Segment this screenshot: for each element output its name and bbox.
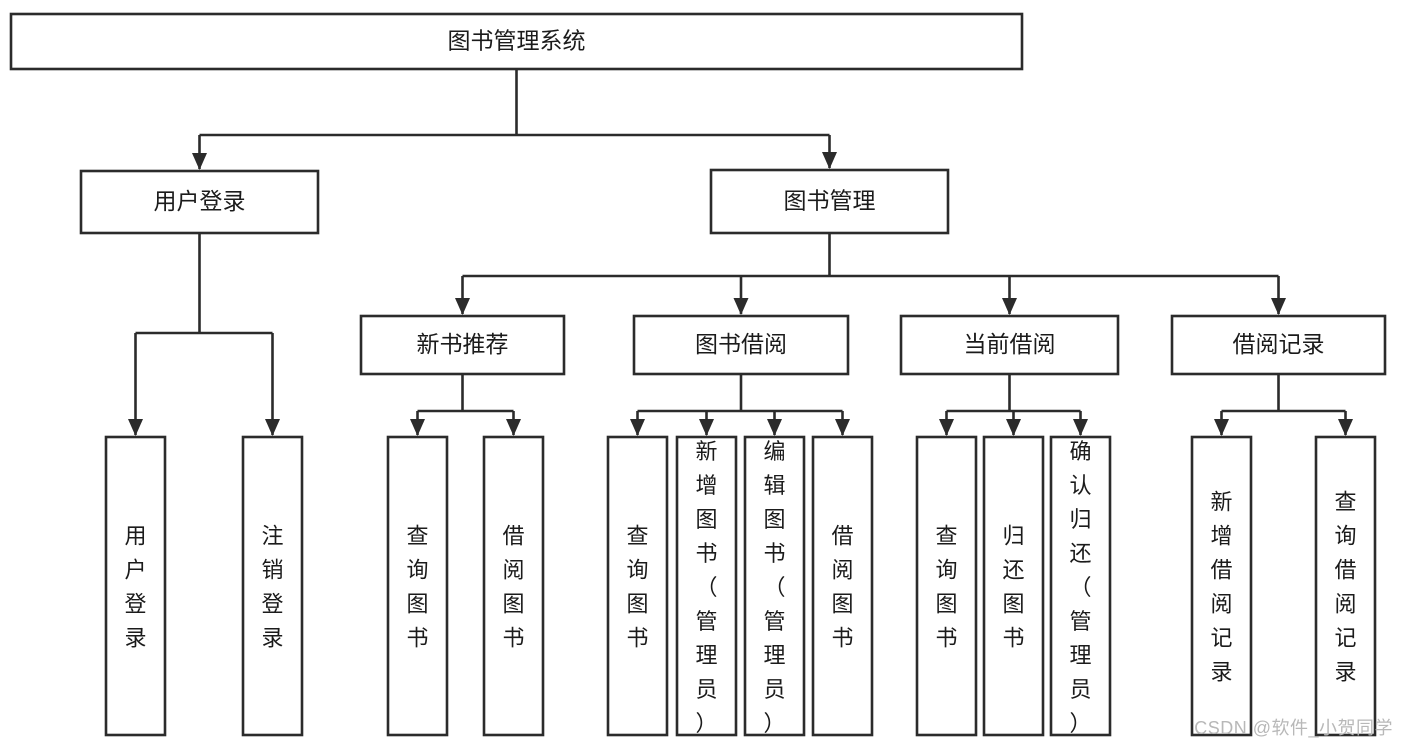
node-label-leaf-edit-book-admin: 编辑图书（管理员） (763, 439, 785, 736)
node-leaf-query-borrow-record[interactable]: 查询借阅记录 (1314, 435, 1377, 737)
arrow-head-icon (699, 419, 714, 436)
watermark-label: CSDN @软件_小贺同学 (1194, 718, 1393, 738)
arrow-head-icon (128, 419, 143, 436)
node-user-login[interactable]: 用户登录 (79, 169, 320, 235)
node-box-leaf-edit-book-admin (743, 435, 806, 737)
node-leaf-edit-book-admin[interactable]: 编辑图书（管理员） (743, 435, 806, 737)
node-root[interactable]: 图书管理系统 (9, 12, 1024, 71)
arrow-head-icon (939, 419, 954, 436)
node-box-leaf-user-login (104, 435, 167, 737)
arrow-head-icon (1006, 419, 1021, 436)
node-box-leaf-query-borrow-record (1314, 435, 1377, 737)
node-new-book-recommend[interactable]: 新书推荐 (359, 314, 566, 376)
node-box-leaf-query-book-3 (915, 435, 978, 737)
connectors-layer (128, 69, 1353, 436)
node-box-leaf-query-book-1 (386, 435, 449, 737)
node-box-user-login (79, 169, 320, 235)
arrow-head-icon (1271, 298, 1286, 315)
arrow-head-icon (192, 153, 207, 170)
node-box-leaf-add-book-admin (675, 435, 738, 737)
node-box-leaf-borrow-book-2 (811, 435, 874, 737)
node-label-root: 图书管理系统 (448, 28, 586, 54)
node-box-leaf-logout-login (241, 435, 304, 737)
node-label-borrow-record: 借阅记录 (1233, 331, 1325, 357)
node-current-borrow[interactable]: 当前借阅 (899, 314, 1120, 376)
node-leaf-add-book-admin[interactable]: 新增图书（管理员） (675, 435, 738, 737)
node-leaf-query-book-3[interactable]: 查询图书 (915, 435, 978, 737)
arrow-head-icon (1073, 419, 1088, 436)
node-book-manage[interactable]: 图书管理 (709, 168, 950, 235)
node-book-borrow[interactable]: 图书借阅 (632, 314, 850, 376)
node-label-leaf-query-borrow-record: 查询借阅记录 (1334, 490, 1356, 685)
nodes-layer: 图书管理系统用户登录图书管理新书推荐图书借阅当前借阅借阅记录用户登录注销登录查询… (9, 12, 1387, 737)
node-box-current-borrow (899, 314, 1120, 376)
node-label-book-manage: 图书管理 (784, 188, 876, 214)
node-label-user-login: 用户登录 (154, 188, 246, 214)
node-box-root (9, 12, 1024, 71)
arrow-head-icon (630, 419, 645, 436)
node-box-leaf-query-book-2 (606, 435, 669, 737)
node-leaf-borrow-book-1[interactable]: 借阅图书 (482, 435, 545, 737)
node-label-leaf-add-borrow-record: 新增借阅记录 (1210, 490, 1232, 685)
node-box-leaf-confirm-return-admin (1049, 435, 1112, 737)
node-label-leaf-query-book-2: 查询图书 (626, 524, 648, 651)
node-box-book-manage (709, 168, 950, 235)
node-label-current-borrow: 当前借阅 (964, 331, 1056, 357)
node-borrow-record[interactable]: 借阅记录 (1170, 314, 1387, 376)
node-label-leaf-query-book-3: 查询图书 (935, 524, 957, 651)
node-label-book-borrow: 图书借阅 (695, 331, 787, 357)
node-box-new-book-recommend (359, 314, 566, 376)
arrow-head-icon (733, 298, 749, 315)
arrow-head-icon (506, 419, 521, 436)
node-label-leaf-add-book-admin: 新增图书（管理员） (695, 439, 717, 736)
node-label-new-book-recommend: 新书推荐 (417, 331, 509, 357)
node-box-leaf-return-book (982, 435, 1045, 737)
arrow-head-icon (1214, 419, 1229, 436)
node-box-borrow-record (1170, 314, 1387, 376)
node-leaf-query-book-1[interactable]: 查询图书 (386, 435, 449, 737)
node-label-leaf-query-book-1: 查询图书 (406, 524, 428, 651)
node-box-leaf-borrow-book-1 (482, 435, 545, 737)
arrow-head-icon (767, 419, 782, 436)
node-box-book-borrow (632, 314, 850, 376)
arrow-head-icon (1338, 419, 1353, 436)
node-label-leaf-confirm-return-admin: 确认归还（管理员） (1069, 439, 1091, 736)
node-label-leaf-return-book: 归还图书 (1002, 524, 1024, 651)
node-leaf-confirm-return-admin[interactable]: 确认归还（管理员） (1049, 435, 1112, 737)
node-leaf-borrow-book-2[interactable]: 借阅图书 (811, 435, 874, 737)
node-leaf-return-book[interactable]: 归还图书 (982, 435, 1045, 737)
arrow-head-icon (265, 419, 280, 436)
node-label-leaf-logout-login: 注销登录 (261, 524, 283, 651)
arrow-head-icon (822, 152, 837, 169)
node-label-leaf-borrow-book-1: 借阅图书 (502, 524, 524, 651)
node-leaf-query-book-2[interactable]: 查询图书 (606, 435, 669, 737)
arrow-head-icon (455, 298, 470, 315)
node-leaf-user-login[interactable]: 用户登录 (104, 435, 167, 737)
node-leaf-add-borrow-record[interactable]: 新增借阅记录 (1190, 435, 1253, 737)
node-label-leaf-borrow-book-2: 借阅图书 (831, 524, 853, 651)
node-leaf-logout-login[interactable]: 注销登录 (241, 435, 304, 737)
arrow-head-icon (835, 419, 850, 436)
node-box-leaf-add-borrow-record (1190, 435, 1253, 737)
arrow-head-icon (1002, 298, 1017, 315)
arrow-head-icon (410, 419, 425, 436)
node-label-leaf-user-login: 用户登录 (124, 524, 146, 651)
